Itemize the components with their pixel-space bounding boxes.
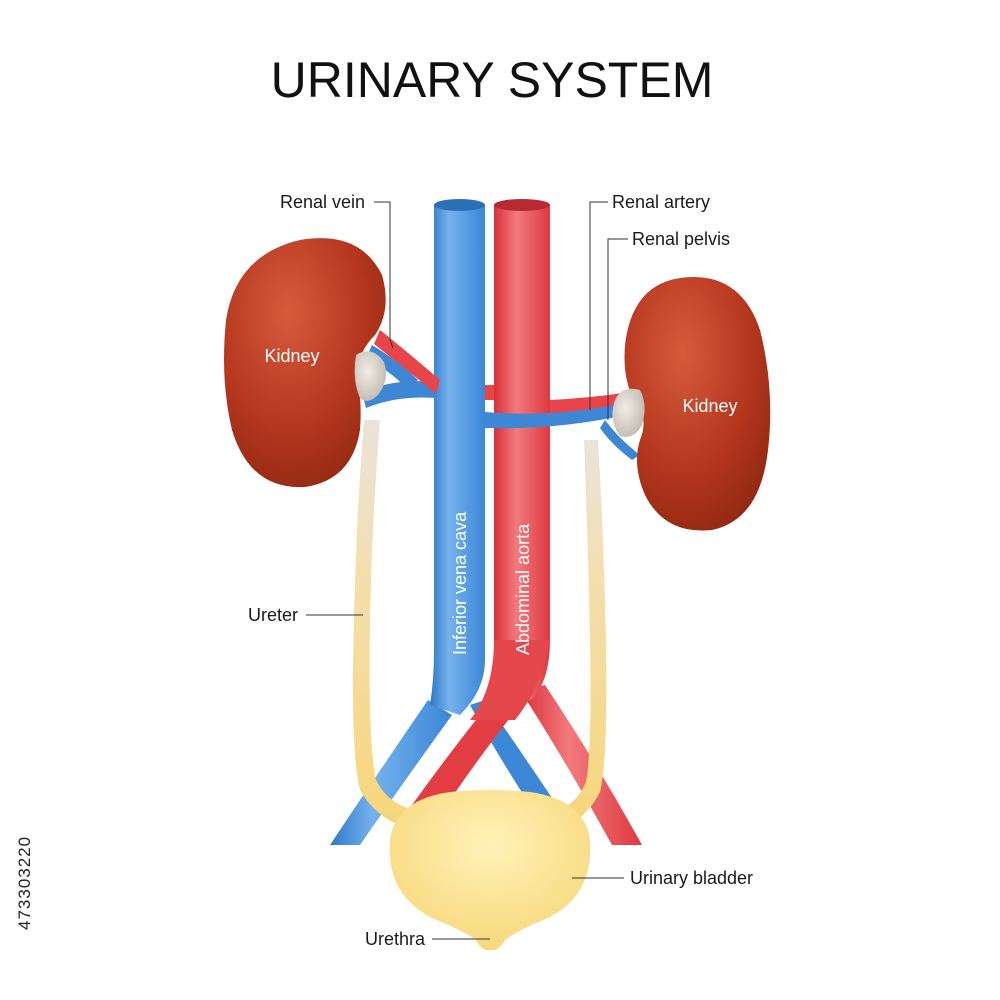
label-inferior-vena-cava: Inferior vena cava	[450, 511, 470, 655]
aorta-bifurcation	[470, 640, 550, 720]
label-kidney-left: Kidney	[264, 346, 319, 366]
urinary-bladder-shape	[389, 790, 591, 951]
label-renal-artery: Renal artery	[612, 192, 710, 212]
ureter-right	[550, 440, 607, 830]
page-title: URINARY SYSTEM	[271, 52, 714, 108]
renal-pelvis-left	[354, 351, 386, 401]
label-urinary-bladder: Urinary bladder	[630, 868, 753, 888]
label-urethra: Urethra	[365, 929, 426, 949]
renal-vein-right	[485, 402, 630, 429]
ureter-left	[352, 420, 425, 830]
label-renal-vein: Renal vein	[280, 192, 365, 212]
artery-left-branch	[412, 690, 520, 815]
stock-id: 473303220	[15, 836, 34, 930]
aorta-top	[494, 199, 550, 211]
label-ureter: Ureter	[248, 605, 298, 625]
vein-left-branch	[330, 700, 452, 845]
label-abdominal-aorta: Abdominal aorta	[513, 523, 533, 655]
renal-artery-left-crossing	[485, 385, 494, 400]
abdominal-aorta	[494, 205, 550, 700]
leader-renal-artery	[589, 201, 608, 410]
vena-cava-top	[434, 199, 485, 211]
kidney-left-shape	[224, 238, 386, 488]
label-kidney-right: Kidney	[682, 396, 737, 416]
renal-vein-right-lower	[600, 420, 640, 460]
leader-renal-pelvis	[607, 238, 628, 420]
artery-right-branch	[520, 685, 642, 845]
inferior-vena-cava	[430, 205, 485, 715]
renal-pelvis-right	[612, 388, 645, 437]
label-renal-pelvis: Renal pelvis	[632, 229, 730, 249]
renal-artery-left	[374, 330, 440, 394]
leader-renal-vein	[374, 201, 394, 349]
kidney-right-shape	[624, 277, 771, 531]
